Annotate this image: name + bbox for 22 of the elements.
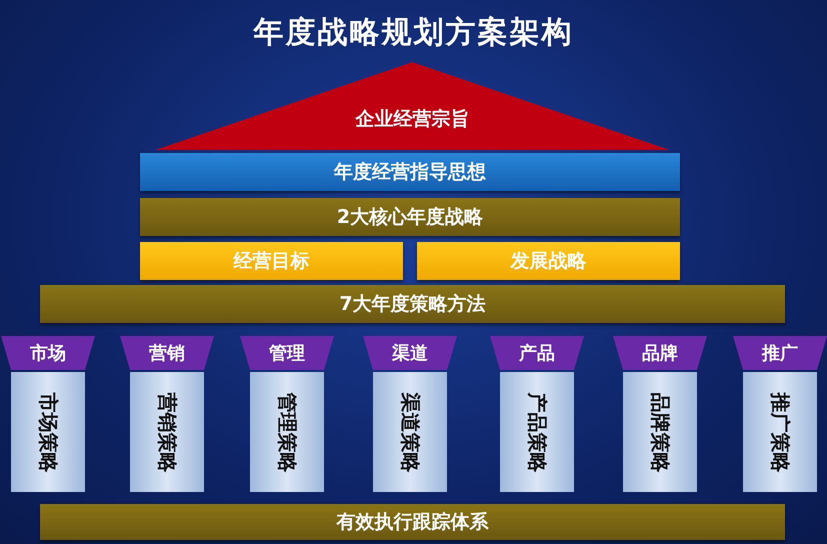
roof-banner: 企业经营宗旨	[155, 62, 670, 150]
goal-bar: 发展战略	[417, 242, 680, 280]
pillar-column: 推广策略	[743, 372, 817, 492]
pillar-cap: 管理	[240, 336, 334, 370]
pillar-cap: 产品	[490, 336, 584, 370]
pillar-cap: 推广	[733, 336, 827, 370]
guide-bar: 年度经营指导思想	[140, 153, 680, 191]
goal-bar: 经营目标	[140, 242, 403, 280]
pillar-cap: 营销	[120, 336, 214, 370]
base-bar: 有效执行跟踪体系	[40, 504, 785, 540]
pillar-column: 渠道策略	[373, 372, 447, 492]
strategy-bar: 2大核心年度战略	[140, 198, 680, 236]
pillar-cap: 渠道	[363, 336, 457, 370]
method-bar: 7大年度策略方法	[40, 285, 785, 323]
pillar-column: 品牌策略	[623, 372, 697, 492]
diagram-title: 年度战略规划方案架构	[252, 14, 574, 52]
pillar-column: 产品策略	[500, 372, 574, 492]
pillar-column: 营销策略	[130, 372, 204, 492]
pillar-column: 市场策略	[11, 372, 85, 492]
pillar-column: 管理策略	[250, 372, 324, 492]
pillar-cap: 品牌	[613, 336, 707, 370]
pillar-cap: 市场	[1, 336, 95, 370]
